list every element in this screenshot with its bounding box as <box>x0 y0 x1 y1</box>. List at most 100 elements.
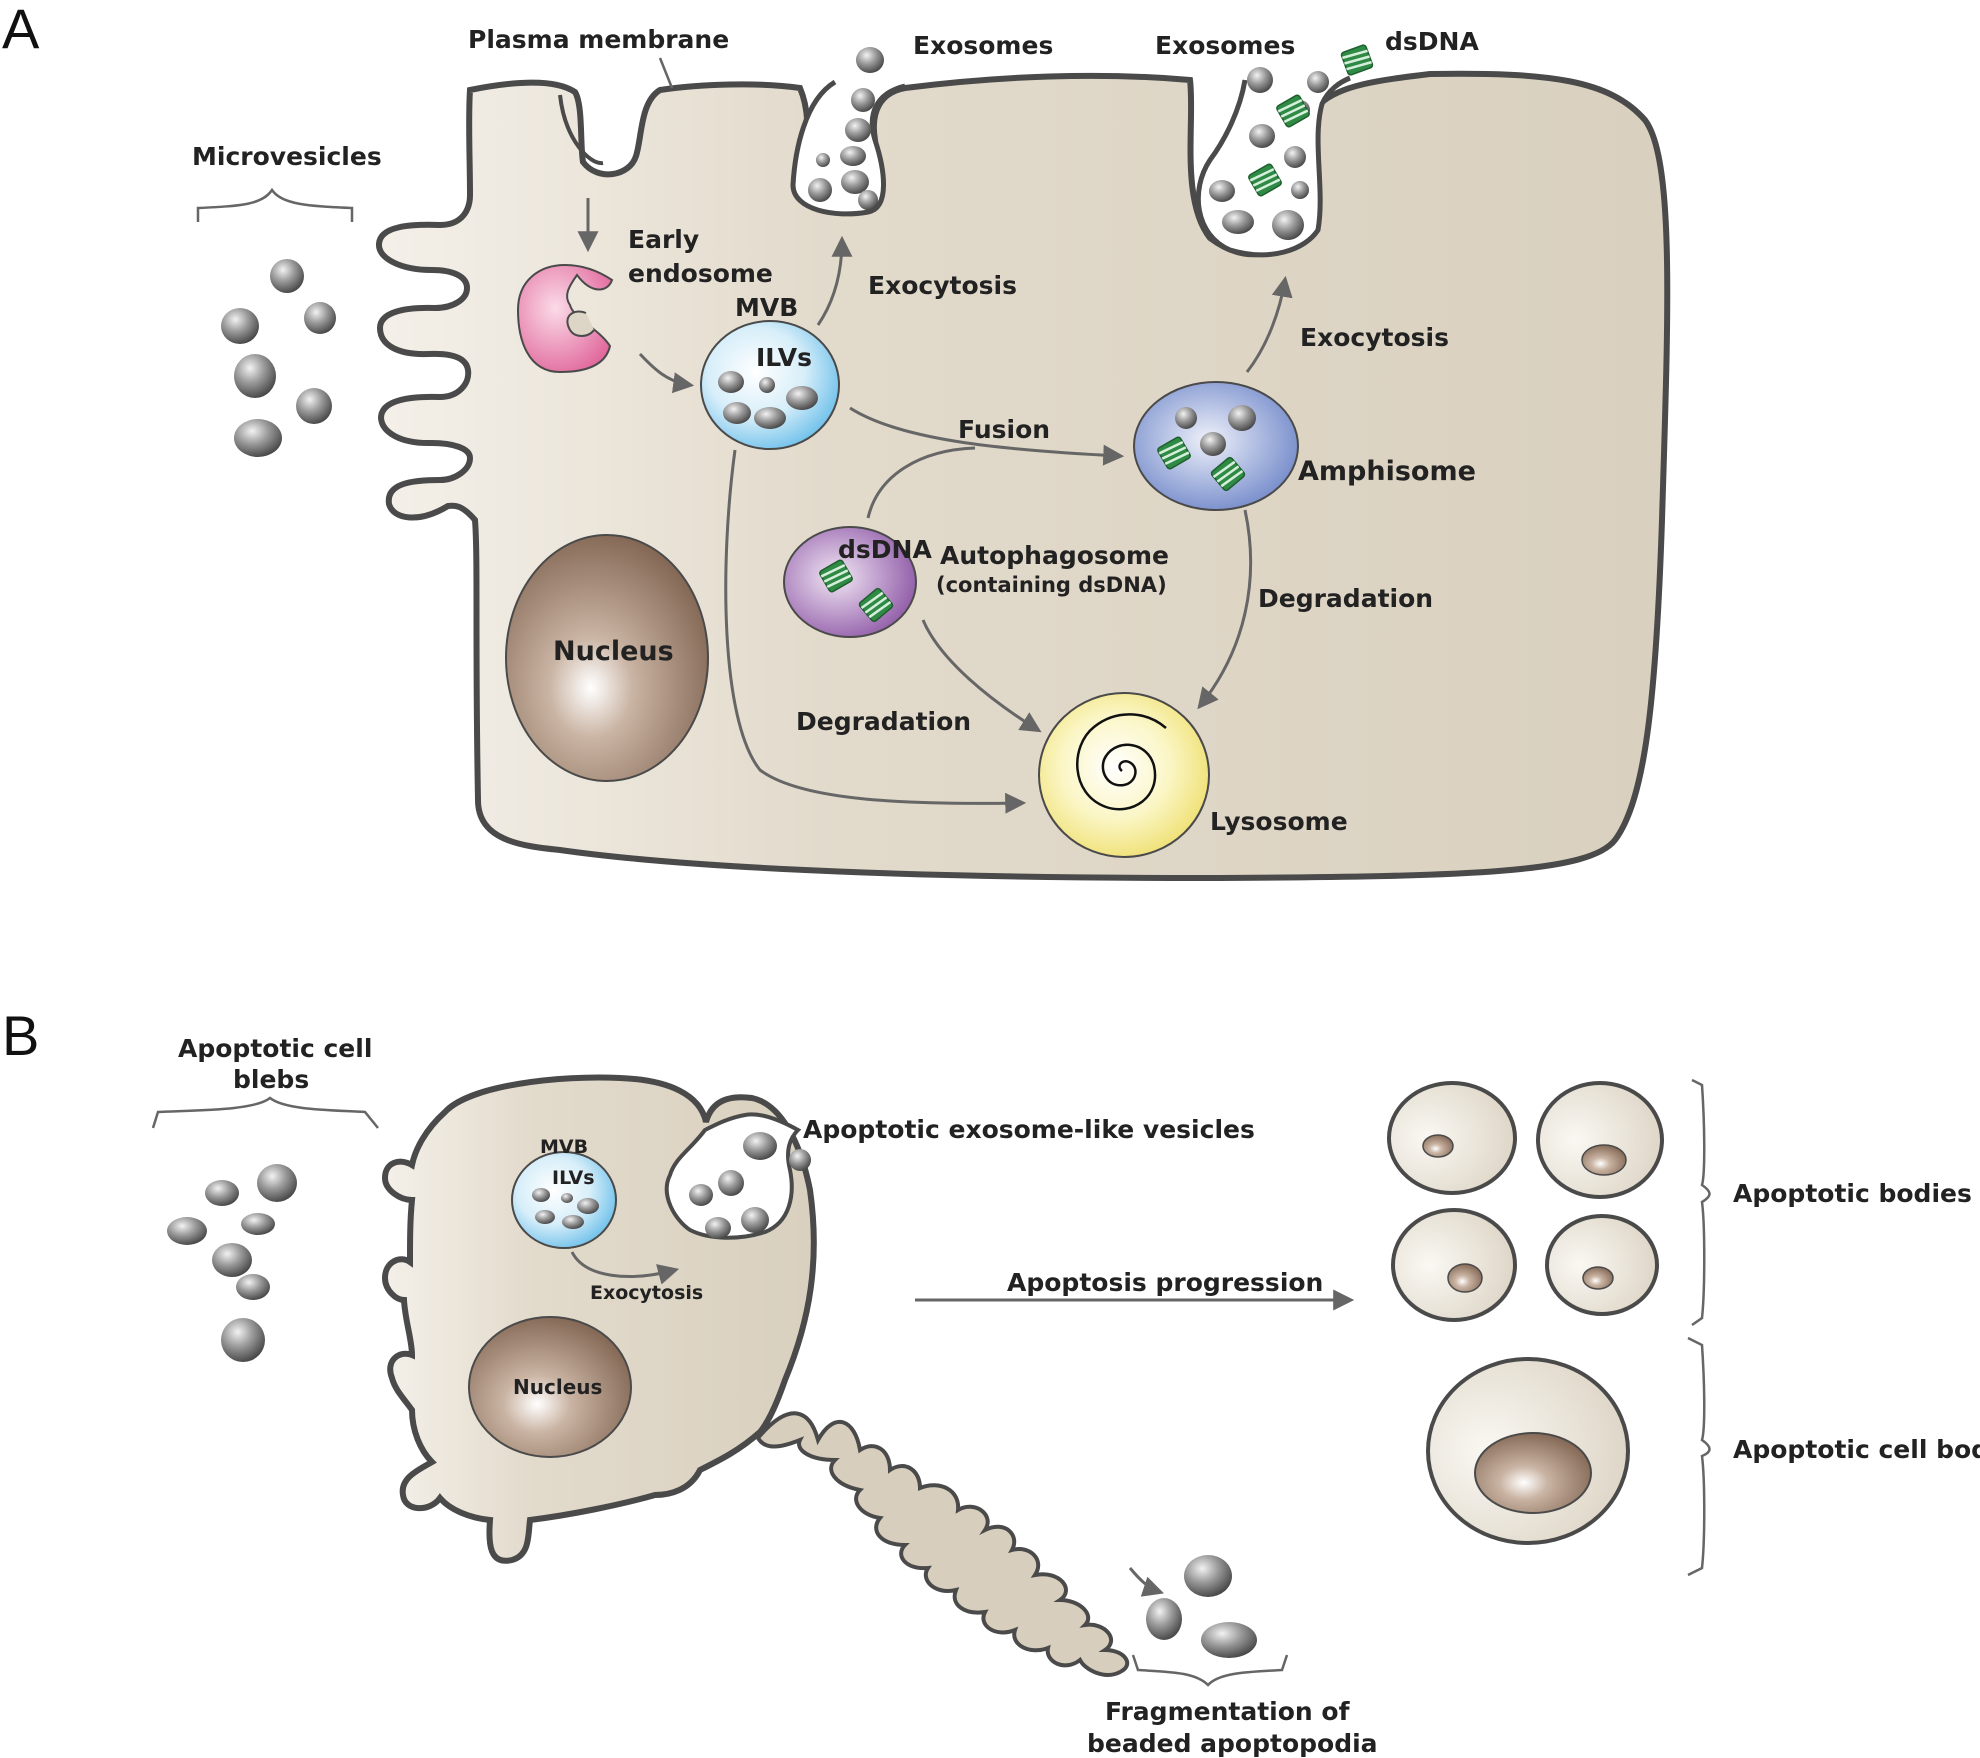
exosomes-left-pocket <box>808 47 884 210</box>
label-mvb: MVB <box>735 293 798 322</box>
label-nucleus-a: Nucleus <box>553 636 674 667</box>
label-blebs-2: blebs <box>233 1065 309 1094</box>
bleb <box>205 1180 239 1206</box>
exosome <box>705 1217 731 1239</box>
apoptotic-bodies <box>1387 1081 1664 1322</box>
exosome <box>1291 181 1309 199</box>
exosome <box>856 47 884 73</box>
label-fusion: Fusion <box>958 415 1050 444</box>
exosome <box>858 190 878 210</box>
exosome <box>1222 210 1254 234</box>
label-autophagosome: Autophagosome <box>940 541 1169 570</box>
apoptotic-cell-body-bracket <box>1687 1336 1711 1577</box>
arrow-exocytosis-right <box>1245 275 1293 373</box>
apoptotic-body-nucleus <box>1447 1263 1483 1293</box>
dsdna-icon <box>1339 43 1375 77</box>
lysosome-outline <box>1038 692 1210 858</box>
microvesicles-bracket <box>196 187 354 222</box>
ilv <box>532 1188 550 1202</box>
label-exosomes-left: Exosomes <box>913 31 1053 60</box>
label-lysosome: Lysosome <box>1210 807 1348 836</box>
label-microvesicles: Microvesicles <box>192 142 382 171</box>
apoptotic-body <box>1391 1208 1517 1322</box>
panel-a: A <box>2 0 1671 882</box>
label-exosome-like: Apoptotic exosome-like vesicles <box>803 1115 1255 1144</box>
label-autophagosome-sub: (containing dsDNA) <box>936 573 1167 597</box>
autophagosome <box>783 526 917 638</box>
arrow-fusion <box>849 406 1125 466</box>
arrow-amphisome-degradation <box>1197 509 1253 710</box>
nucleus-a <box>505 534 709 782</box>
panel-b-letter: B <box>2 1004 39 1067</box>
microvesicles <box>221 259 336 457</box>
ilv <box>723 402 751 424</box>
label-ilvs: ILVs <box>756 343 812 372</box>
exosomes-right-pocket <box>1209 43 1375 240</box>
arrow-mvb-degradation <box>724 449 1027 814</box>
fragment <box>1201 1622 1257 1658</box>
pathway-arrows <box>577 198 1293 814</box>
ilv <box>562 1215 584 1229</box>
exosome <box>840 146 866 166</box>
exosome <box>741 1207 769 1233</box>
apoptotic-cell-body-nucleus <box>1474 1432 1592 1514</box>
label-fragmentation-1: Fragmentation of <box>1105 1697 1351 1726</box>
exosome <box>743 1132 777 1160</box>
bleb <box>221 1318 265 1362</box>
apoptotic-body <box>1387 1081 1517 1195</box>
apoptotic-body-nucleus <box>1422 1134 1454 1158</box>
apoptotic-body-nucleus <box>1581 1144 1627 1176</box>
fragment <box>1184 1555 1232 1597</box>
label-early-endosome-1: Early <box>628 225 699 254</box>
panel-b: B <box>2 1004 1980 1758</box>
label-fragmentation-2: beaded apoptopodia <box>1087 1729 1378 1758</box>
label-degradation-right: Degradation <box>1258 584 1433 613</box>
exosome <box>851 88 875 112</box>
arrow-autophagosome-degradation <box>921 619 1042 733</box>
apoptotic-body <box>1545 1214 1659 1316</box>
label-exocytosis-left: Exocytosis <box>868 271 1017 300</box>
bleb <box>241 1213 275 1235</box>
exosome <box>1249 124 1275 148</box>
lysosome-spiral <box>1076 713 1167 811</box>
bleb <box>167 1217 207 1245</box>
microvesicle <box>296 388 332 424</box>
exosome <box>1209 180 1235 202</box>
arrow-autophagosome-to-fusion <box>866 446 976 519</box>
ilv <box>718 371 744 393</box>
microvesicle <box>304 302 336 334</box>
exosome <box>841 170 869 194</box>
exosome <box>689 1184 713 1206</box>
label-exocytosis-right: Exocytosis <box>1300 323 1449 352</box>
amphisome <box>1133 381 1299 511</box>
ilv <box>1228 405 1256 431</box>
exosome <box>845 118 871 142</box>
exosome <box>816 153 830 167</box>
apoptotic-cell-body <box>1426 1357 1630 1545</box>
label-blebs-1: Apoptotic cell <box>178 1034 372 1063</box>
ilv <box>759 377 775 393</box>
label-degradation-left: Degradation <box>796 707 971 736</box>
early-endosome-notch <box>566 310 595 337</box>
label-dsdna-top: dsDNA <box>1385 27 1479 56</box>
label-exocytosis-b: Exocytosis <box>590 1282 703 1304</box>
ilv <box>577 1198 599 1214</box>
apoptotic-body <box>1536 1081 1664 1199</box>
apoptopodia-fragments <box>1146 1555 1257 1658</box>
panel-a-letter: A <box>2 0 40 60</box>
nucleus-b <box>468 1316 632 1458</box>
panel-b-labels: Apoptotic cell blebs MVB ILVs Exocytosis… <box>178 1034 1980 1758</box>
exosome <box>718 1170 744 1196</box>
ilv <box>535 1210 555 1224</box>
exosome <box>789 1149 811 1171</box>
microvesicle <box>234 419 282 457</box>
arrow-fragmentation <box>1128 1567 1164 1597</box>
exosome <box>1307 71 1329 93</box>
mvb <box>700 320 840 450</box>
label-apoptosis-progression: Apoptosis progression <box>1007 1268 1323 1297</box>
label-apoptotic-cell-body: Apoptotic cell body <box>1733 1435 1980 1464</box>
label-ilvs-b: ILVs <box>552 1167 595 1189</box>
lysosome <box>1038 692 1210 858</box>
panel-a-labels: Plasma membrane Exosomes Exosomes dsDNA … <box>192 25 1479 836</box>
apoptotic-exosomes-in-pocket <box>689 1132 811 1239</box>
